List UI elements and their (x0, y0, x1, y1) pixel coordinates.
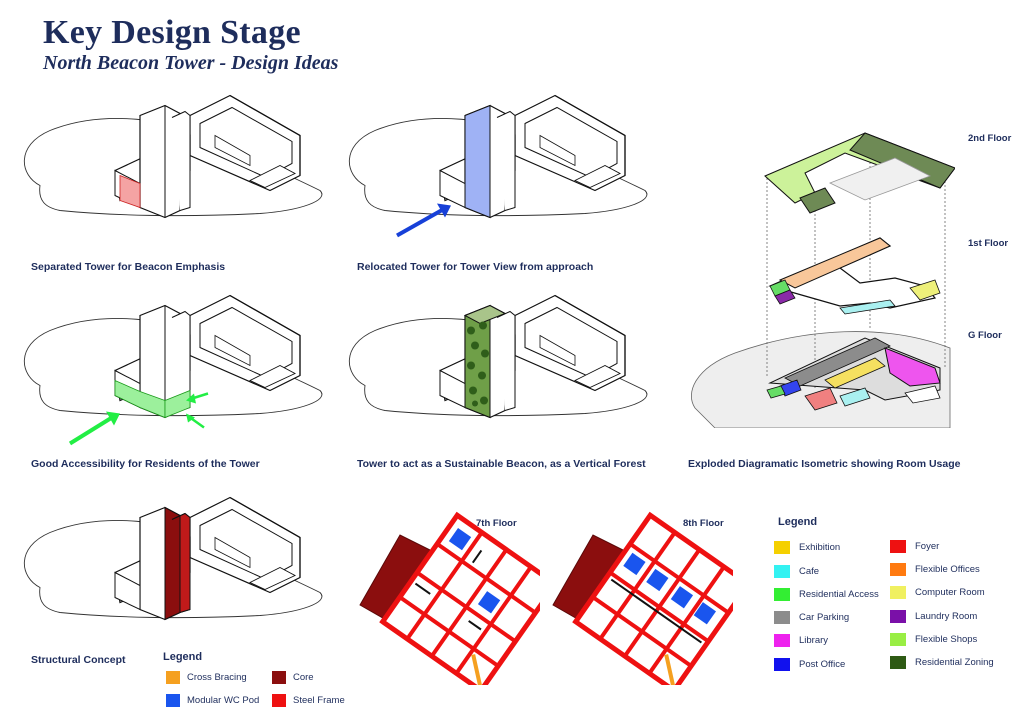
legend-swatch (166, 671, 180, 684)
page-subtitle: North Beacon Tower - Design Ideas (43, 52, 339, 74)
caption-structural-concept: Structural Concept (31, 654, 126, 666)
label-7th-floor: 7th Floor (476, 518, 517, 529)
caption-separated-tower: Separated Tower for Beacon Emphasis (31, 261, 226, 273)
legend-swatch (774, 565, 790, 578)
legend-item-foyer: Foyer (890, 540, 939, 553)
label-g-floor: G Floor (968, 330, 1002, 341)
label-1st-floor: 1st Floor (968, 238, 1009, 249)
legend-item-laundry-room: Laundry Room (890, 610, 977, 623)
legend-item-post-office: Post Office (774, 658, 845, 671)
legend-swatch (890, 633, 906, 646)
legend-swatch (890, 540, 906, 553)
legend-item-residential-zoning: Residential Zoning (890, 656, 994, 669)
massing-accessibility (23, 294, 323, 446)
legend-swatch (774, 634, 790, 647)
massing-structural-concept (23, 496, 323, 621)
room-legend-title: Legend (778, 516, 818, 528)
legend-item-exhibition: Exhibition (774, 541, 840, 554)
massing-separated-tower (23, 94, 323, 219)
legend-item-residential-access: Residential Access (774, 588, 879, 601)
legend-item-flexible-offices: Flexible Offices (890, 563, 980, 576)
caption-exploded-isometric: Exploded Diagramatic Isometric showing R… (688, 458, 961, 470)
legend-swatch (774, 541, 790, 554)
legend-item-cafe: Cafe (774, 565, 819, 578)
label-2nd-floor: 2nd Floor (968, 133, 1012, 144)
legend-item-computer-room: Computer Room (890, 586, 985, 599)
legend-swatch (272, 671, 286, 684)
legend-item-library: Library (774, 634, 828, 647)
plan-8th-floor (552, 511, 733, 685)
legend-swatch (774, 611, 790, 624)
plan-7th-floor (359, 511, 540, 685)
structure-legend-title: Legend (163, 651, 203, 663)
label-8th-floor: 8th Floor (683, 518, 724, 529)
legend-swatch (166, 694, 180, 707)
legend-swatch (890, 586, 906, 599)
legend-swatch (272, 694, 286, 707)
legend-item-core: Core (272, 671, 314, 684)
legend-swatch (774, 658, 790, 671)
legend-swatch (890, 610, 906, 623)
legend-item-cross-bracing: Cross Bracing (166, 671, 247, 684)
legend-swatch (890, 563, 906, 576)
legend-item-flexible-shops: Flexible Shops (890, 633, 977, 646)
legend-item-modular-wc-pod: Modular WC Pod (166, 694, 259, 707)
legend-item-steel-frame: Steel Frame (272, 694, 345, 707)
legend-swatch (774, 588, 790, 601)
caption-accessibility: Good Accessibility for Residents of the … (31, 458, 260, 470)
exploded-isometric (691, 132, 955, 428)
legend-swatch (890, 656, 906, 669)
massing-relocated-tower (348, 94, 648, 238)
massing-vertical-forest (348, 294, 648, 419)
page-title: Key Design Stage (43, 14, 301, 51)
legend-item-car-parking: Car Parking (774, 611, 849, 624)
caption-vertical-forest: Tower to act as a Sustainable Beacon, as… (357, 458, 646, 470)
caption-relocated-tower: Relocated Tower for Tower View from appr… (357, 261, 594, 273)
